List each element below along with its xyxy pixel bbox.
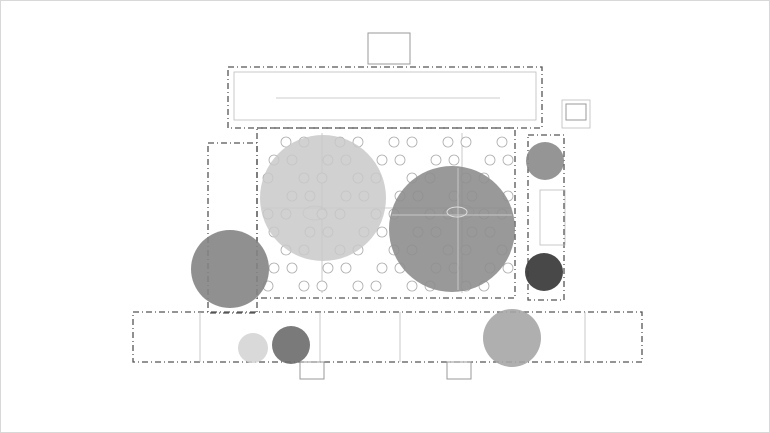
zone-courtyard-west[interactable] [260, 135, 386, 261]
zone-courtyard-east[interactable] [389, 166, 515, 292]
tree-icon [388, 136, 400, 148]
tree-icon [496, 136, 508, 148]
tree-icon [460, 136, 472, 148]
tree-icon [280, 136, 292, 148]
tree-icon [502, 154, 514, 166]
zone-south-room-b[interactable] [272, 326, 310, 364]
tree-icon [340, 262, 352, 274]
tree-icon [370, 280, 382, 292]
tree-icon [268, 262, 280, 274]
tree-icon [322, 262, 334, 274]
zones [191, 135, 564, 367]
tree-icon [376, 154, 388, 166]
tree-icon [298, 280, 310, 292]
zone-west-wing[interactable] [191, 230, 269, 308]
zone-paths-east [392, 168, 512, 290]
tree-icon [442, 136, 454, 148]
tree-icon [286, 262, 298, 274]
tree-icon [376, 262, 388, 274]
zone-northeast-room[interactable] [526, 142, 564, 180]
tree-icon [502, 262, 514, 274]
zone-southeast-room[interactable] [483, 309, 541, 367]
tree-icon [448, 154, 460, 166]
plan-walls [132, 32, 643, 380]
tree-icon [394, 154, 406, 166]
tree-icon [352, 280, 364, 292]
zone-east-room[interactable] [525, 253, 563, 291]
tree-icon [406, 280, 418, 292]
tree-icon [430, 154, 442, 166]
tree-icon [316, 280, 328, 292]
tree-icon [406, 136, 418, 148]
tree-icon [376, 226, 388, 238]
zone-south-room-a[interactable] [238, 333, 268, 363]
tree-icon [484, 154, 496, 166]
